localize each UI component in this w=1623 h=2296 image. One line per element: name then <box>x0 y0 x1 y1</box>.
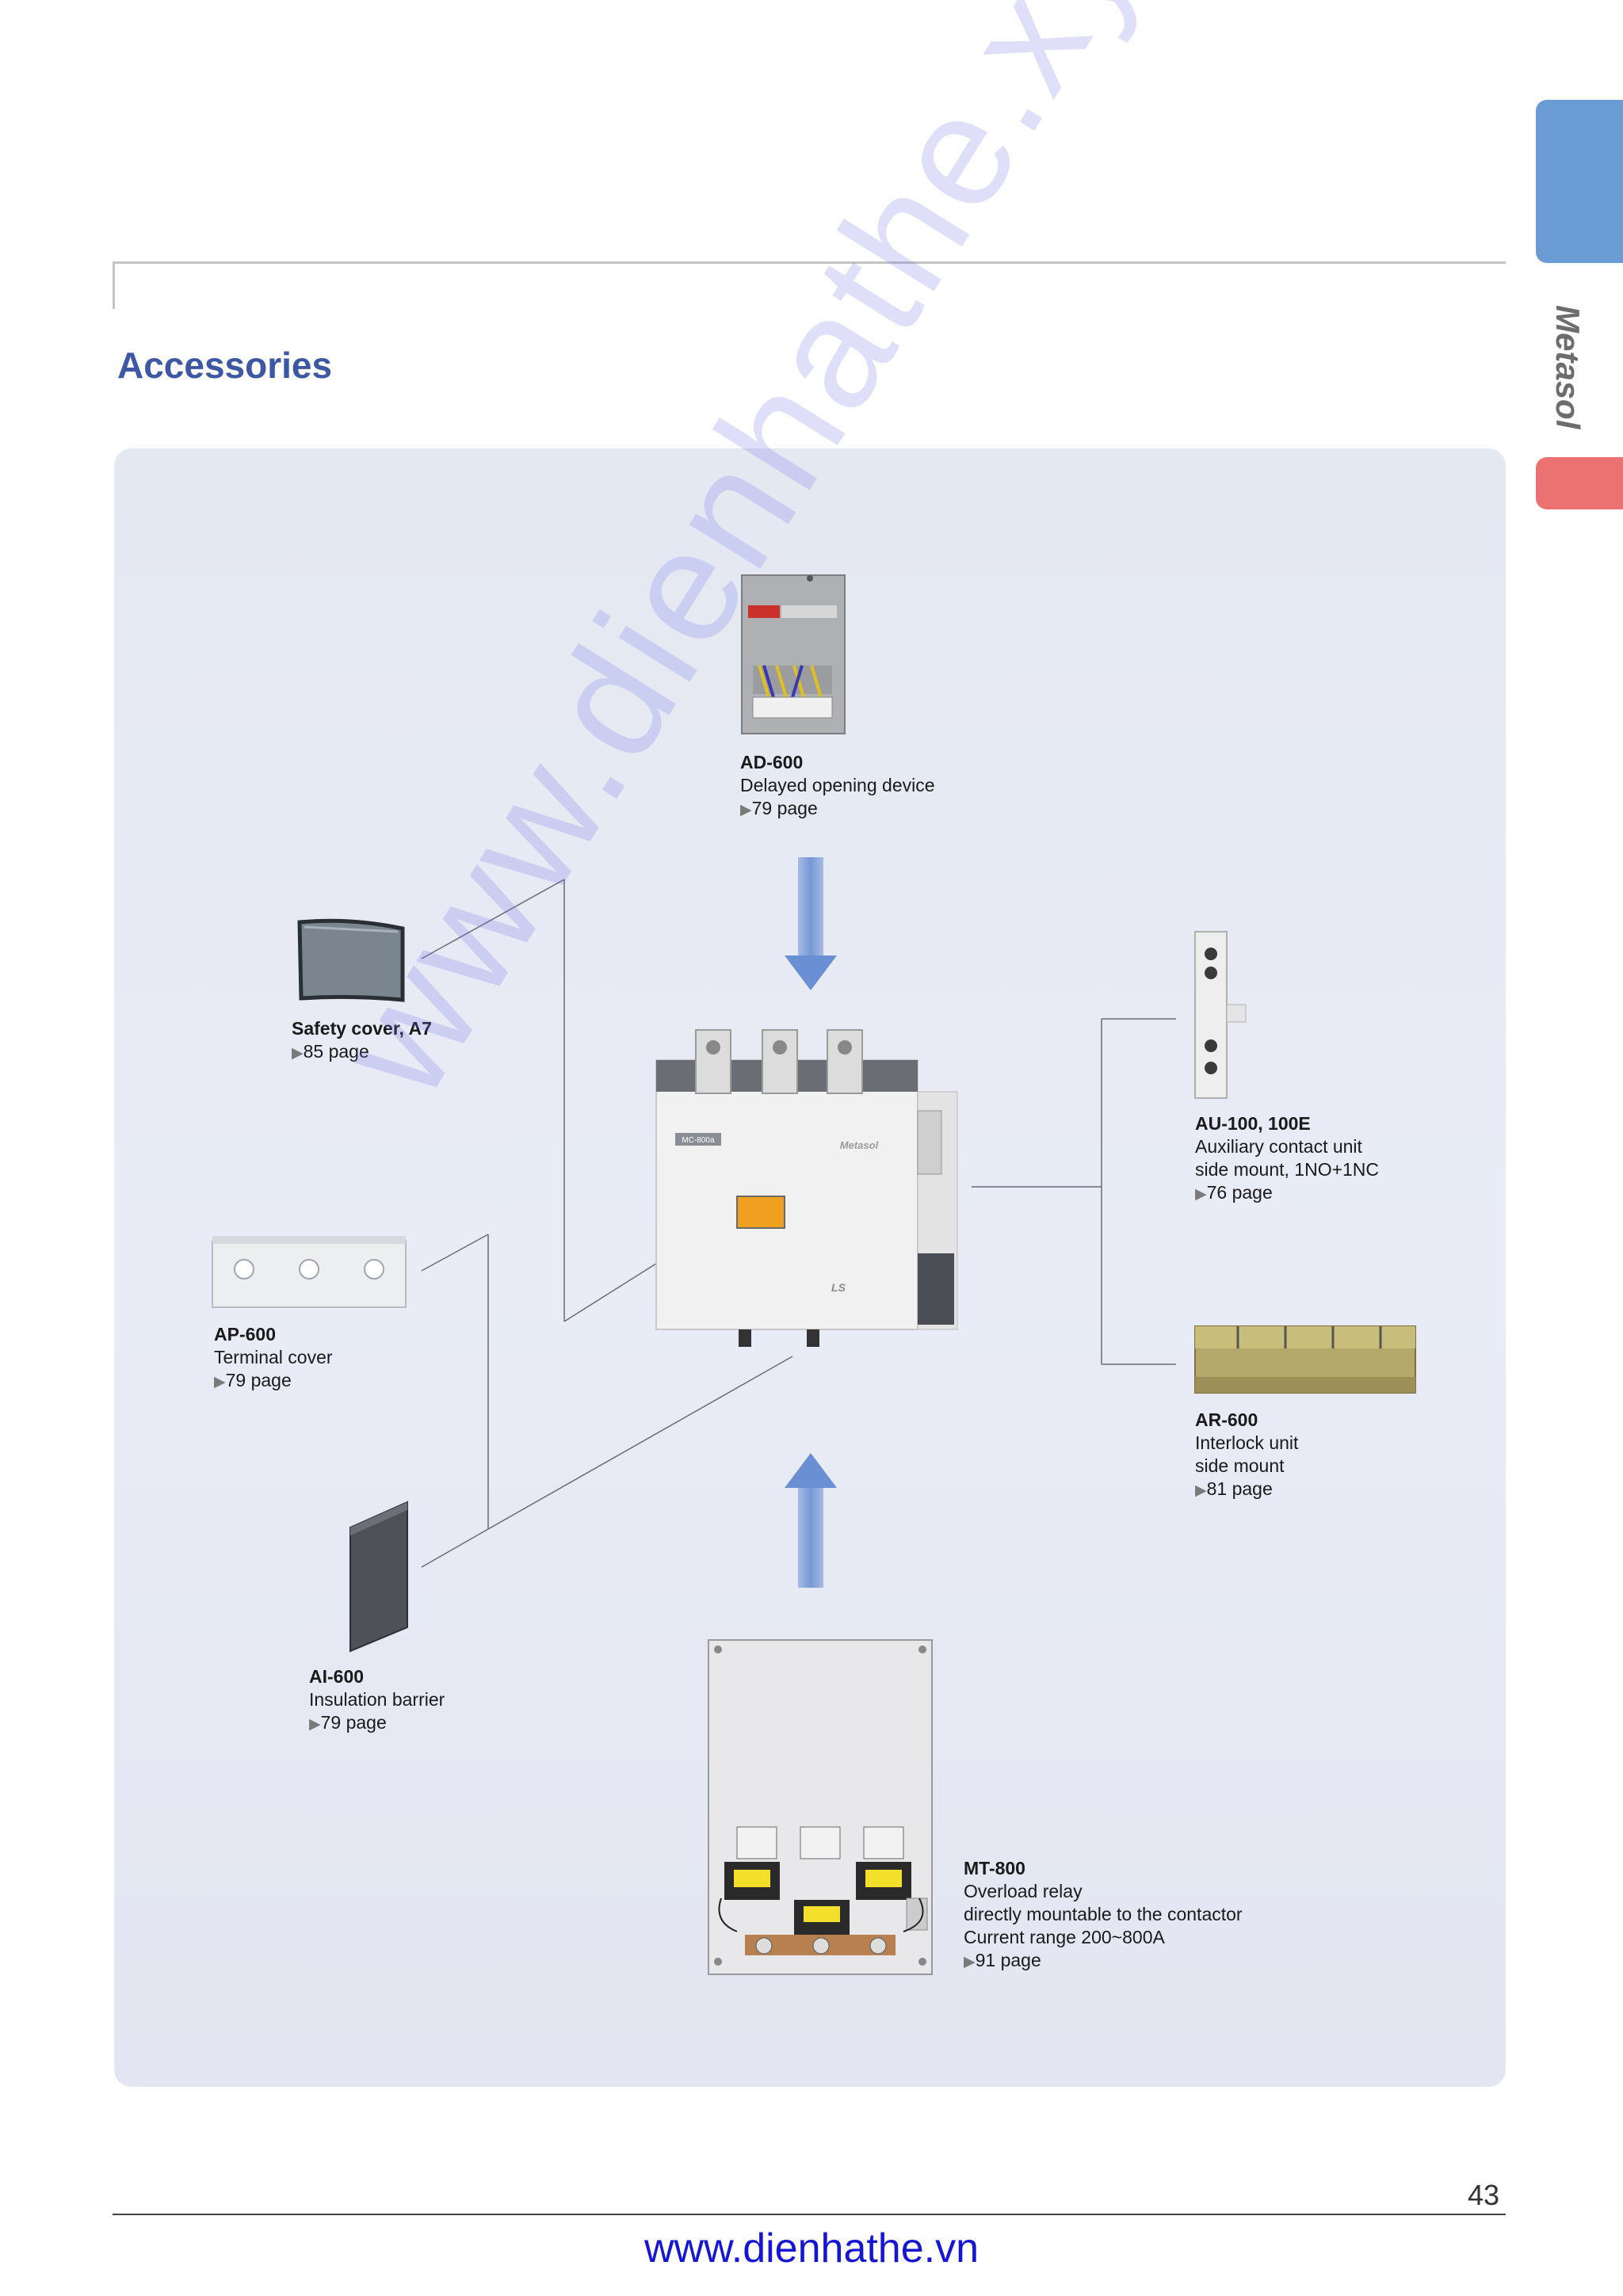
item-desc: Auxiliary contact unit <box>1195 1136 1362 1157</box>
caption-mt-800: MT-800 Overload relay directly mountable… <box>964 1857 1243 1974</box>
item-code: AU-100, 100E <box>1195 1113 1311 1134</box>
caption-safety-cover: Safety cover, A7 ▶85 page <box>292 1017 432 1065</box>
item-code: AI-600 <box>309 1666 365 1687</box>
page-ref: 91 page <box>975 1950 1041 1970</box>
page-number: 43 <box>1468 2179 1500 2211</box>
item-code: MT-800 <box>964 1858 1025 1878</box>
item-code: Safety cover, A7 <box>292 1018 432 1039</box>
item-desc: Current range 200~800A <box>964 1927 1165 1947</box>
item-code: AR-600 <box>1195 1409 1258 1430</box>
triangle-right-icon: ▶ <box>740 802 752 818</box>
arrow-up <box>785 1453 837 1588</box>
item-desc: Interlock unit <box>1195 1432 1299 1453</box>
caption-ar-600: AR-600 Interlock unit side mount ▶81 pag… <box>1195 1409 1298 1502</box>
triangle-right-icon: ▶ <box>1195 1482 1207 1499</box>
item-desc: Overload relay <box>964 1881 1083 1901</box>
item-desc: directly mountable to the contactor <box>964 1904 1243 1924</box>
item-desc: Delayed opening device <box>740 775 935 795</box>
triangle-right-icon: ▶ <box>309 1716 321 1733</box>
caption-ap-600: AP-600 Terminal cover ▶79 page <box>214 1323 333 1394</box>
side-tab-blue <box>1536 100 1623 263</box>
contactor-logo: LS <box>831 1281 846 1294</box>
ar-600-image <box>1194 1325 1416 1394</box>
page-ref: 79 page <box>751 798 818 818</box>
side-tab-red <box>1536 457 1623 509</box>
page-ref: 76 page <box>1206 1182 1273 1203</box>
au-100-image <box>1194 931 1247 1099</box>
item-desc: side mount <box>1195 1455 1285 1476</box>
caption-au-100: AU-100, 100E Auxiliary contact unit side… <box>1195 1112 1379 1206</box>
section-title: Accessories <box>117 345 333 386</box>
item-code: AD-600 <box>740 752 804 772</box>
triangle-right-icon: ▶ <box>1195 1186 1207 1203</box>
caption-ai-600: AI-600 Insulation barrier ▶79 page <box>309 1665 445 1736</box>
triangle-right-icon: ▶ <box>214 1374 226 1390</box>
contactor-image: MC-800a Metasol LS <box>655 1029 958 1347</box>
triangle-right-icon: ▶ <box>292 1045 304 1062</box>
item-desc: Insulation barrier <box>309 1689 445 1710</box>
contactor-brand-label: Metasol <box>840 1139 879 1151</box>
item-desc: side mount, 1NO+1NC <box>1195 1159 1380 1180</box>
footer-link[interactable]: www.dienhathe.vn <box>643 2225 980 2271</box>
page-ref: 81 page <box>1206 1478 1273 1499</box>
item-desc: Terminal cover <box>214 1347 333 1367</box>
caption-ad-600: AD-600 Delayed opening device ▶79 page <box>740 751 935 822</box>
page-ref: 79 page <box>225 1370 292 1390</box>
mt-800-image <box>708 1639 933 1975</box>
ai-600-image <box>349 1501 408 1653</box>
triangle-right-icon: ▶ <box>964 1954 976 1970</box>
header-rule <box>113 261 1506 264</box>
header-rule-tick <box>113 261 115 309</box>
safety-cover-image <box>297 918 405 1002</box>
page-ref: 85 page <box>303 1041 369 1062</box>
item-code: AP-600 <box>214 1324 276 1344</box>
page-ref: 79 page <box>320 1712 387 1733</box>
ap-600-image <box>212 1236 407 1308</box>
footer-rule <box>113 2214 1506 2215</box>
contactor-model-label: MC-800a <box>682 1136 715 1145</box>
ad-600-image <box>741 574 846 734</box>
arrow-down <box>785 857 837 992</box>
